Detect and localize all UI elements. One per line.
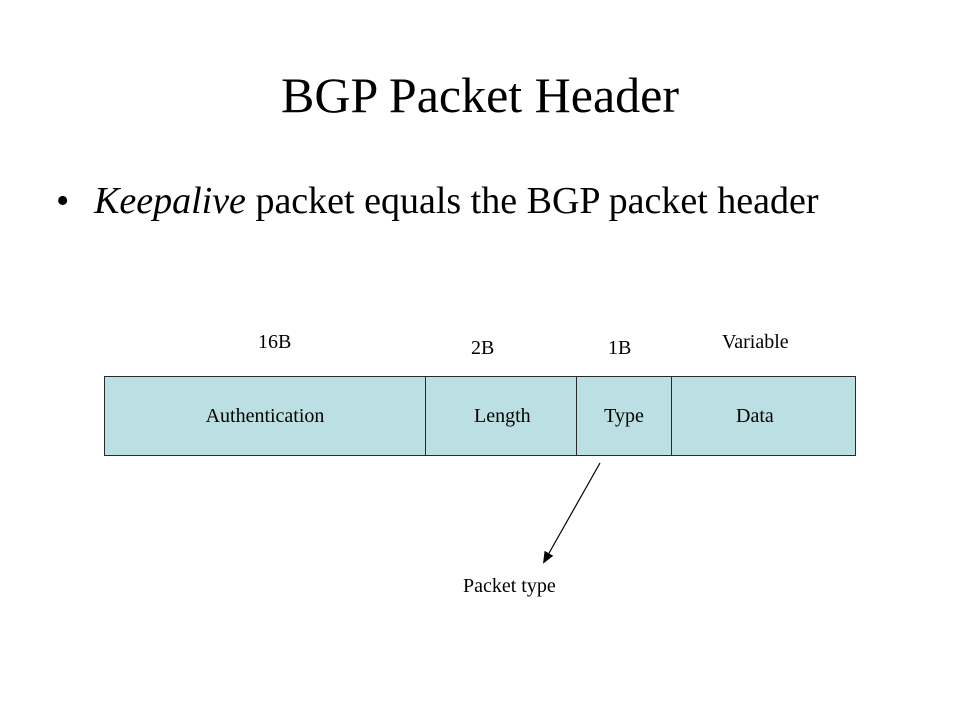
size-label-type: 1B (608, 337, 632, 359)
slide-title: BGP Packet Header (280, 67, 680, 123)
size-label-data: Variable (722, 331, 789, 353)
bullet-item: • Keepalive packet equals the BGP packet… (56, 176, 836, 226)
bullet-rest: packet equals the BGP packet header (245, 180, 819, 222)
packet-header-diagram: Authentication Length Type Data (104, 376, 856, 456)
field-authentication: Authentication (105, 377, 426, 455)
size-label-authentication: 16B (258, 331, 292, 353)
bullet-dot: • (56, 180, 70, 222)
field-data: Data (736, 404, 774, 427)
field-length: Length (426, 377, 577, 455)
callout-label: Packet type (463, 575, 556, 597)
size-label-length: 2B (471, 337, 495, 359)
field-type: Type (577, 377, 672, 455)
bullet-emphasis: Keepalive (94, 180, 246, 222)
bullet-text: Keepalive packet equals the BGP packet h… (94, 176, 836, 226)
arrow-line (543, 462, 601, 564)
